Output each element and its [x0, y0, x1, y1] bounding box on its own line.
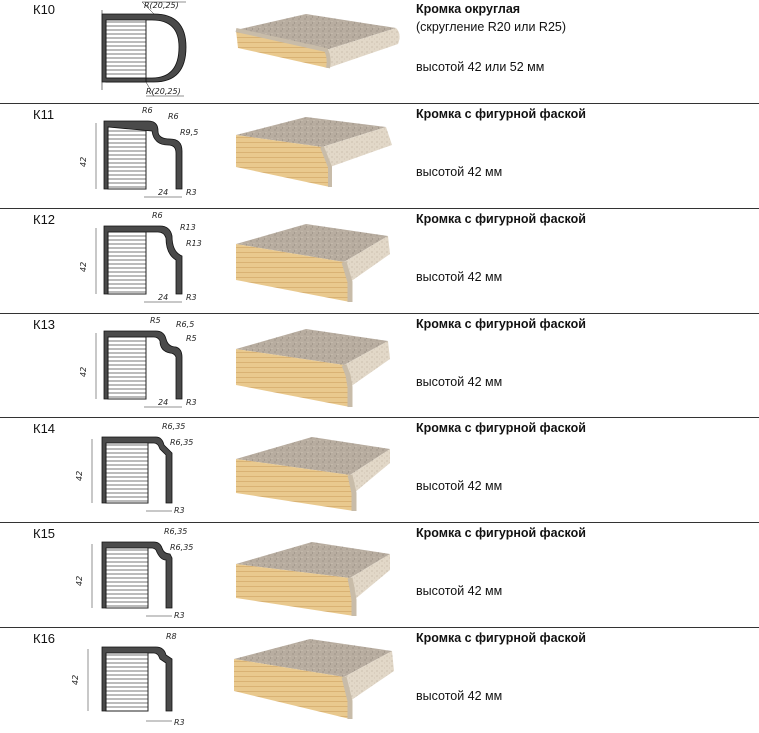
dim-label: R6	[168, 112, 179, 121]
dim-label: R5	[150, 316, 161, 325]
dim-label: 24	[158, 293, 168, 302]
edge-profile-drawing: R6 R13 R13 42 24 R3	[79, 211, 202, 303]
dim-label: 42	[79, 157, 88, 167]
edge-profile-drawing: R6,35 R6,35 42 R3	[75, 422, 193, 515]
dim-label: R6	[142, 106, 153, 115]
dim-label: 42	[75, 471, 84, 481]
profile-title: Кромка с фигурной фаской	[416, 526, 586, 540]
profile-code: К11	[33, 107, 55, 122]
countertop-render-image	[236, 542, 390, 616]
row-divider	[0, 313, 759, 314]
profile-title: Кромка с фигурной фаской	[416, 317, 586, 331]
dim-label: R3	[174, 506, 185, 515]
dim-label: R3	[186, 398, 197, 407]
countertop-render-image	[235, 14, 400, 69]
profile-title: Кромка с фигурной фаской	[416, 421, 586, 435]
profile-height: высотой 42 или 52 мм	[416, 60, 545, 74]
profile-code: К12	[33, 212, 56, 227]
dim-label: R6,5	[176, 320, 194, 329]
dim-label: 42	[75, 576, 84, 586]
profile-code: К15	[33, 526, 56, 541]
dim-label: R3	[186, 188, 197, 197]
profile-height: высотой 42 мм	[416, 375, 503, 389]
row-divider	[0, 627, 759, 628]
dim-label: R3	[174, 611, 185, 620]
dim-label: R6	[152, 211, 163, 220]
dim-label: R6,35	[162, 422, 185, 431]
dim-label: R3	[186, 293, 197, 302]
profile-title: Кромка округлая	[416, 2, 521, 16]
profile-row-k13: К13 R5 R6,5 R5 42 24 R3 Кромка с фигурно…	[0, 315, 759, 419]
profile-height: высотой 42 мм	[416, 584, 503, 598]
edge-profile-drawing: R6,35 R6,35 42 R3	[75, 527, 193, 620]
dim-label: R3	[174, 718, 185, 727]
profile-row-k10: К10 R(20,25) R(20,25) Кромка округлая (с…	[0, 0, 759, 104]
edge-profile-drawing: R8 42 R3	[71, 632, 185, 727]
profile-row-k14: К14 R6,35 R6,35 42 R3 Кромка с фигурной …	[0, 419, 759, 523]
profile-height: высотой 42 мм	[416, 270, 503, 284]
profile-code: К16	[33, 631, 56, 646]
profile-subtitle: (скругление R20 или R25)	[416, 20, 567, 34]
profile-height: высотой 42 мм	[416, 689, 503, 703]
dim-label: R5	[186, 334, 197, 343]
dim-label: R6,35	[170, 543, 193, 552]
edge-profile-drawing: R(20,25) R(20,25)	[101, 1, 187, 97]
row-divider	[0, 417, 759, 418]
profile-title: Кромка с фигурной фаской	[416, 631, 586, 645]
dim-label: R6,35	[164, 527, 187, 536]
dim-label: 42	[71, 675, 80, 685]
profile-row-k11: К11 R6 R6 R9,5 42 24 R3 Кромка с фигурно…	[0, 105, 759, 209]
profile-height: высотой 42 мм	[416, 479, 503, 493]
profile-title: Кромка с фигурной фаской	[416, 212, 586, 226]
profile-code: К13	[33, 317, 56, 332]
profile-code: К10	[33, 2, 56, 17]
dim-label: 24	[158, 398, 168, 407]
edge-profile-drawing: R5 R6,5 R5 42 24 R3	[79, 316, 197, 408]
countertop-render-image	[236, 224, 390, 302]
countertop-render-image	[236, 117, 392, 187]
profile-title: Кромка с фигурной фаской	[416, 107, 586, 121]
countertop-render-image	[234, 639, 394, 719]
row-divider	[0, 103, 759, 104]
profile-row-k12: К12 R6 R13 R13 42 24 R3 Кромка с фигурно…	[0, 210, 759, 314]
profile-row-k15: К15 R6,35 R6,35 42 R3 Кромка с фигурной …	[0, 524, 759, 628]
dim-label: R9,5	[180, 128, 198, 137]
profile-code: К14	[33, 421, 56, 436]
profile-height: высотой 42 мм	[416, 165, 503, 179]
row-divider	[0, 522, 759, 523]
dim-label: 24	[158, 188, 168, 197]
profile-row-k16: К16 R8 42 R3 Кромка с фигурной фаской вы…	[0, 629, 759, 733]
edge-profile-drawing: R6 R6 R9,5 42 24 R3	[79, 106, 198, 198]
dim-label: R8	[166, 632, 177, 641]
dim-label: 42	[79, 367, 88, 377]
dim-label: R(20,25)	[144, 1, 179, 10]
dim-label: R13	[186, 239, 202, 248]
countertop-render-image	[236, 329, 390, 407]
countertop-render-image	[236, 437, 390, 511]
dim-label: R(20,25)	[146, 87, 181, 96]
dim-label: R6,35	[170, 438, 193, 447]
row-divider	[0, 208, 759, 209]
dim-label: R13	[180, 223, 196, 232]
dim-label: 42	[79, 262, 88, 272]
